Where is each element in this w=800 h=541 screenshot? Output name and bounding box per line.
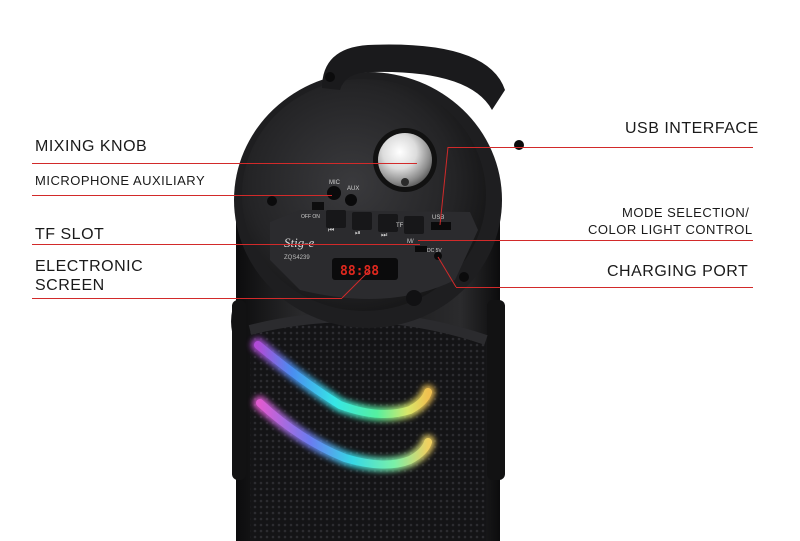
screw bbox=[325, 72, 335, 82]
play-pause-button[interactable] bbox=[352, 212, 372, 230]
leader-tf-slot bbox=[32, 244, 420, 245]
ir-receiver bbox=[406, 290, 422, 306]
label-mixing-knob: MIXING KNOB bbox=[35, 138, 148, 155]
brand-logo: Stig-e bbox=[284, 235, 315, 250]
mode-button[interactable] bbox=[404, 216, 424, 234]
label-screen-line2: SCREEN bbox=[35, 277, 105, 294]
leader-mic-aux bbox=[32, 195, 332, 196]
control-panel bbox=[270, 210, 478, 299]
side-handle bbox=[232, 300, 246, 480]
screw bbox=[267, 196, 277, 206]
tf-label: TF bbox=[396, 223, 404, 229]
leader-screen bbox=[32, 298, 342, 299]
next-button[interactable] bbox=[378, 214, 398, 232]
rgb-light-ring bbox=[251, 338, 435, 472]
label-charging: CHARGING PORT bbox=[607, 263, 749, 280]
mode-button-label: M/ bbox=[407, 239, 414, 245]
label-mode-line2: COLOR LIGHT CONTROL bbox=[588, 222, 753, 237]
mic-jack[interactable] bbox=[327, 186, 341, 200]
display-readout: 88:88 bbox=[340, 264, 379, 279]
leader-mode bbox=[418, 240, 753, 241]
screw bbox=[459, 272, 469, 282]
label-usb: USB INTERFACE bbox=[625, 120, 759, 137]
leader-mixing-knob bbox=[32, 163, 417, 164]
usb-port[interactable] bbox=[431, 222, 451, 230]
mic-jack-label: MIC bbox=[329, 180, 341, 186]
power-switch[interactable] bbox=[312, 202, 324, 210]
prev-button[interactable] bbox=[326, 210, 346, 228]
screw bbox=[514, 140, 524, 150]
play-pause-icon: ⏯ bbox=[355, 229, 361, 237]
label-mic-aux: MICROPHONE AUXILIARY bbox=[35, 173, 206, 188]
mixing-knob[interactable] bbox=[373, 128, 437, 192]
leader-charging bbox=[456, 287, 753, 288]
dc-port-label: DC 5V bbox=[427, 248, 442, 254]
label-tf-slot: TF SLOT bbox=[35, 226, 105, 243]
aux-jack-label: AUX bbox=[347, 186, 359, 192]
leader-usb bbox=[448, 147, 753, 148]
speaker-grille bbox=[248, 312, 488, 541]
aux-jack[interactable] bbox=[345, 194, 357, 206]
next-icon: ⏭ bbox=[381, 231, 388, 239]
jacks bbox=[312, 186, 357, 210]
carry-handle bbox=[322, 44, 505, 110]
control-buttons bbox=[326, 210, 424, 234]
switch-label: OFF ON bbox=[301, 214, 320, 220]
label-mode-line1: MODE SELECTION/ bbox=[622, 205, 750, 220]
usb-port-label: USB bbox=[432, 215, 444, 221]
side-handle bbox=[487, 300, 505, 480]
prev-icon: ⏮ bbox=[328, 226, 334, 234]
tf-slot[interactable] bbox=[415, 246, 427, 252]
label-screen-line1: ELECTRONIC bbox=[35, 258, 144, 275]
model-label: ZQS4239 bbox=[284, 255, 310, 261]
